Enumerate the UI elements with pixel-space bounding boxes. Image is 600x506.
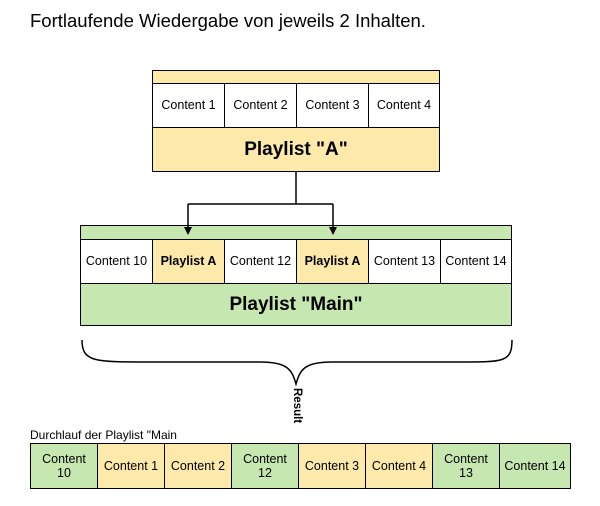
playlist-a-item-1: Content 1 <box>152 83 225 128</box>
playlist-a-label: Playlist "A" <box>152 127 440 172</box>
sequence-item-5: Content 3 <box>298 443 366 489</box>
sequence-item-1: Content 10 <box>30 443 98 489</box>
result-brace <box>81 339 513 387</box>
result-label: Result <box>291 388 303 424</box>
playlist-a-item-4: Content 4 <box>368 83 440 128</box>
playlist-a-item-2: Content 2 <box>224 83 297 128</box>
diagram-title: Fortlaufende Wiedergabe von jeweils 2 In… <box>30 10 426 31</box>
sequence-item-4: Content 12 <box>231 443 299 489</box>
playlist-main-item-4: Playlist A <box>296 239 369 284</box>
sequence-item-8: Content 14 <box>499 443 571 489</box>
playlist-main-item-2: Playlist A <box>152 239 225 284</box>
sequence-caption: Durchlauf der Playlist "Main <box>30 428 177 442</box>
playlist-main-item-3: Content 12 <box>224 239 297 284</box>
sequence-item-7: Content 13 <box>432 443 500 489</box>
playlist-main-label: Playlist "Main" <box>80 283 512 326</box>
sequence-item-3: Content 2 <box>164 443 232 489</box>
playlist-main-item-6: Content 14 <box>440 239 512 284</box>
playlist-a-to-main-arrows <box>184 172 337 235</box>
playlist-main-item-5: Content 13 <box>368 239 441 284</box>
sequence-item-2: Content 1 <box>97 443 165 489</box>
sequence-item-6: Content 4 <box>365 443 433 489</box>
playlist-a-item-3: Content 3 <box>296 83 369 128</box>
playlist-main-item-1: Content 10 <box>80 239 153 284</box>
